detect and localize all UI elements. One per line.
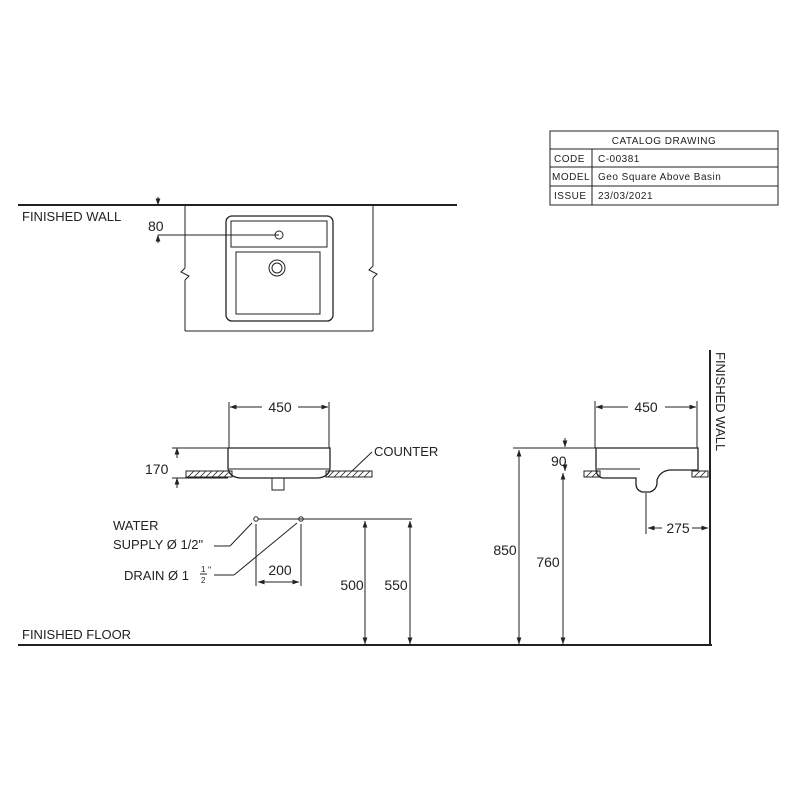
basin-bowl [235,251,321,315]
drain-frac-num: 1 [201,565,206,574]
dim-side-width: 450 [634,399,658,415]
counter-right [325,470,373,478]
counter-label: COUNTER [374,444,438,459]
basin-outline [225,215,334,322]
dim-front-width: 450 [268,399,292,415]
drain-inch: " [208,565,211,575]
basin-side-body [595,447,699,493]
issue-key: ISSUE [554,191,587,202]
dim-side-depth: 275 [666,520,690,536]
dim-drain-height: 500 [340,577,364,593]
title-block-heading: CATALOG DRAWING [612,136,717,147]
water-supply-label-line2: SUPPLY Ø 1/2" [113,537,204,552]
dim-side-height: 90 [551,453,567,469]
finished-wall-top-label: FINISHED WALL [22,209,121,224]
front-waste [271,477,285,491]
basin-front-body [227,447,331,479]
dim-front-height: 170 [145,461,169,477]
side-elevation: FINISHED WALL 450 90 275 850 [493,350,728,646]
dim-top-offset: 80 [148,218,164,234]
dim-supply-height: 550 [384,577,408,593]
drain-outer [268,259,286,277]
finished-floor-label: FINISHED FLOOR [22,627,131,642]
drain-inner [271,262,283,274]
dim-supply-drain-spacing: 200 [268,562,292,578]
basin-deck [230,220,328,248]
plan-view: FINISHED WALL 80 [18,197,457,332]
counter-left [185,470,233,478]
front-elevation: 450 COUNTER 170 [113,399,438,645]
model-key: MODEL [552,172,590,183]
title-block: CATALOG DRAWING CODE C-00381 MODEL Geo S… [549,130,779,206]
drain-label: DRAIN Ø 1 [124,568,189,583]
code-key: CODE [554,154,585,165]
dim-counter-height: 850 [493,542,517,558]
model-value: Geo Square Above Basin [598,172,721,183]
issue-value: 23/03/2021 [598,191,653,202]
dim-side-top-height: 760 [536,554,560,570]
supply-point [253,516,259,522]
code-value: C-00381 [598,154,640,165]
water-supply-label-line1: WATER [113,518,159,533]
drain-frac-den: 2 [201,576,206,585]
finished-wall-side-label: FINISHED WALL [713,352,728,451]
